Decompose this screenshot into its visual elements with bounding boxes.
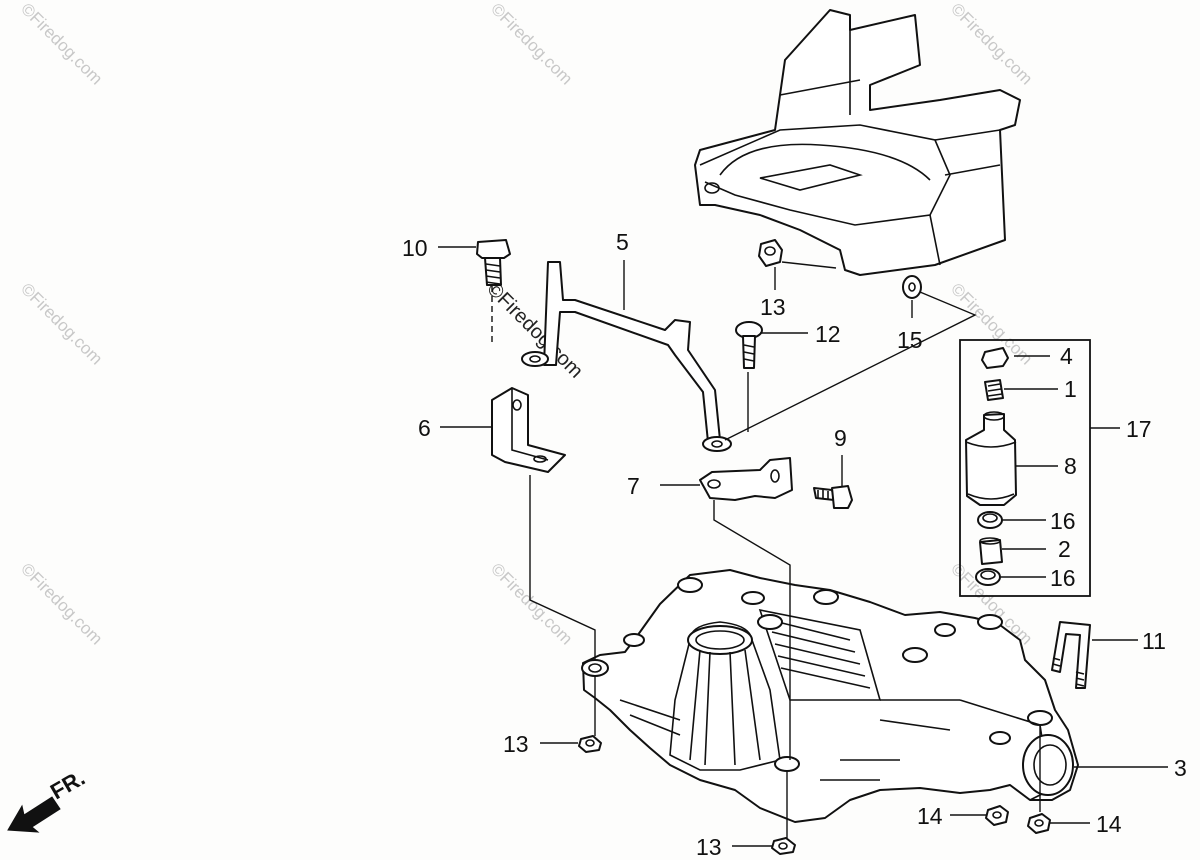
nut-14-middle — [985, 805, 1009, 826]
callout-9: 9 — [834, 425, 847, 451]
callout-14-right: 14 — [1096, 811, 1122, 837]
filter-kit-17 — [959, 339, 1091, 597]
nut-13-bottom — [771, 837, 796, 855]
callout-10: 10 — [402, 235, 428, 261]
front-direction-arrow: FR. — [7, 765, 89, 833]
callout-12: 12 — [815, 321, 841, 347]
callout-7: 7 — [627, 473, 640, 499]
callout-14-middle: 14 — [917, 803, 943, 829]
watermark: ©Firedog.com — [17, 279, 106, 368]
washer-15 — [902, 275, 922, 299]
nut-13-upper — [758, 239, 783, 267]
callout-11: 11 — [1142, 628, 1166, 654]
bracket-6 — [491, 387, 566, 473]
callout-4: 4 — [1060, 343, 1073, 369]
callout-15: 15 — [897, 327, 923, 353]
bolt-12 — [735, 321, 763, 432]
watermark: ©Firedog.com — [17, 559, 106, 648]
bolt-9 — [813, 485, 853, 509]
callout-5: 5 — [616, 229, 629, 255]
callout-13-bottom: 13 — [696, 834, 722, 860]
callout-8: 8 — [1064, 453, 1077, 479]
u-bolt-11 — [1051, 621, 1091, 689]
nut-13-left — [578, 735, 602, 753]
callout-3: 3 — [1174, 755, 1187, 781]
seat-support-bracket — [694, 9, 1021, 276]
callout-17: 17 — [1126, 416, 1152, 442]
rod-5 — [521, 261, 732, 452]
callout-2: 2 — [1058, 536, 1071, 562]
callout-16-upper: 16 — [1050, 508, 1076, 534]
callout-13-upper: 13 — [760, 294, 786, 320]
watermark: ©Firedog.com — [947, 0, 1036, 88]
callout-16-lower: 16 — [1050, 565, 1076, 591]
watermark: ©Firedog.com — [487, 559, 576, 648]
callout-13-left: 13 — [503, 731, 529, 757]
front-arrow-icon — [7, 796, 61, 833]
callout-6: 6 — [418, 415, 431, 441]
leader-lines — [438, 246, 1168, 847]
callout-labels: 10 5 13 12 15 6 7 9 4 1 17 8 16 2 16 11 … — [402, 229, 1187, 860]
watermarks: ©Firedog.com ©Firedog.com ©Firedog.com ©… — [17, 0, 1036, 648]
bolt-10 — [476, 239, 511, 346]
callout-1: 1 — [1064, 376, 1077, 402]
nut-14-right — [1027, 813, 1051, 834]
watermark: ©Firedog.com — [17, 0, 106, 88]
bracket-7 — [699, 457, 793, 501]
transmission-housing-3 — [581, 569, 1079, 823]
watermark: ©Firedog.com — [487, 0, 576, 88]
